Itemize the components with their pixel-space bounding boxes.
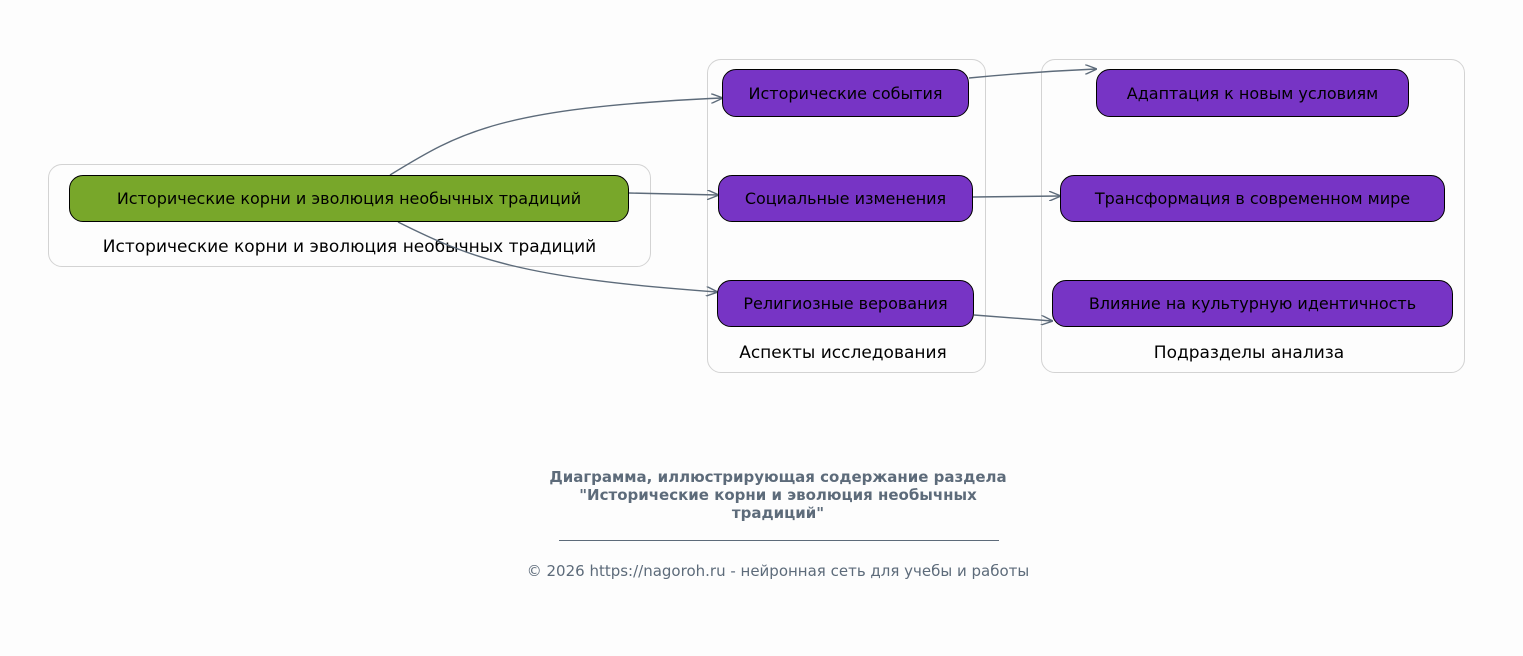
caption-title-line: традиций" [731,504,825,522]
cluster-aspects-label: Аспекты исследования [739,343,947,363]
edge-root-to-religion [397,221,717,292]
cluster-aspects [707,59,986,373]
edge-root-to-events [389,98,722,176]
cluster-root-label: Исторические корни и эволюция необычных … [102,237,597,257]
cluster-subsections-label: Подразделы анализа [1153,343,1345,363]
node-cultural-identity[interactable]: Влияние на культурную идентичность [1052,280,1453,327]
caption-title-line: "Исторические корни и эволюция необычных [579,486,977,504]
node-transformation[interactable]: Трансформация в современном мире [1060,175,1445,222]
caption-divider [559,540,999,541]
copyright-text: © 2026 https://nagoroh.ru - нейронная се… [526,562,1030,580]
caption-title-line: Диаграмма, иллюстрирующая содержание раз… [549,468,1007,486]
cluster-root [48,164,651,267]
node-root[interactable]: Исторические корни и эволюция необычных … [69,175,629,222]
caption-title: Диаграмма, иллюстрирующая содержание раз… [478,468,1078,522]
edge-events-to-adaptation [968,69,1096,79]
cluster-subsections [1041,59,1465,373]
node-religious-beliefs[interactable]: Религиозные верования [717,280,974,327]
node-historical-events[interactable]: Исторические события [722,69,969,117]
edge-social-to-transformation [972,196,1060,197]
node-social-changes[interactable]: Социальные изменения [718,175,973,222]
edge-root-to-social [628,193,718,195]
edge-religion-to-identity [973,314,1052,321]
node-adaptation[interactable]: Адаптация к новым условиям [1096,69,1409,117]
